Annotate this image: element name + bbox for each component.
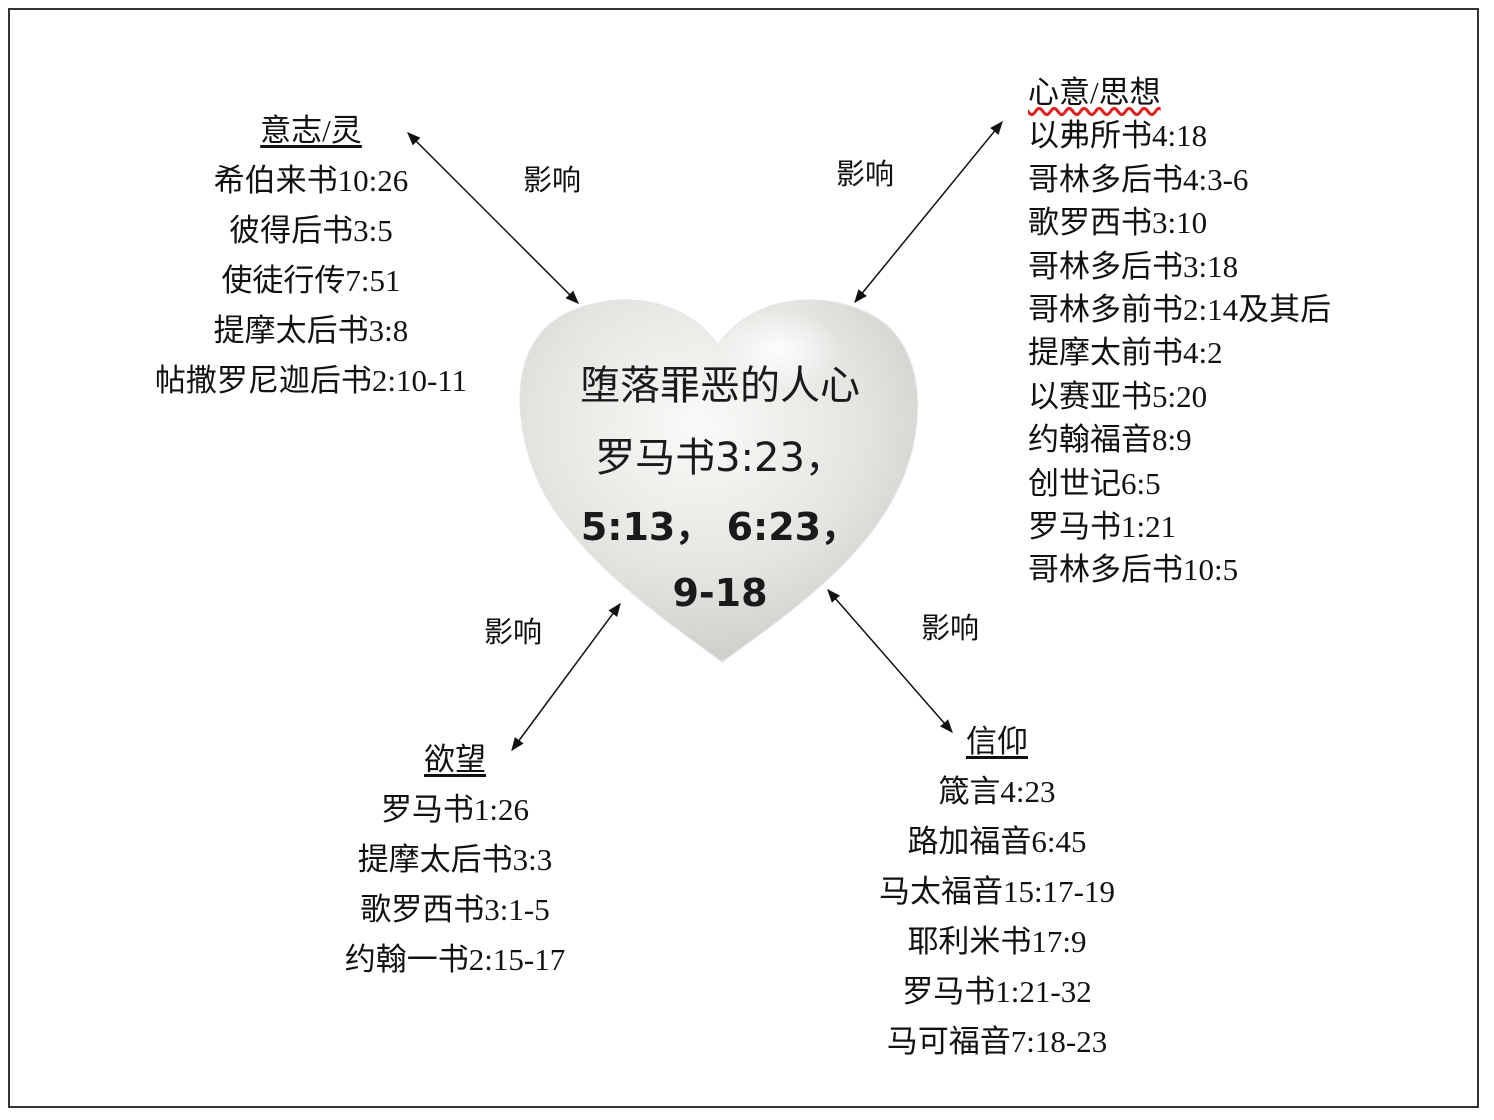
list-item: 哥林多后书4:3-6 <box>1028 161 1249 197</box>
list-item: 罗马书1:21 <box>1028 508 1177 544</box>
list-item: 以弗所书4:18 <box>1028 118 1208 154</box>
will-group: 意志/灵 希伯来书10:26 彼得后书3:5 使徒行传7:51 提摩太后书3:8… <box>155 106 467 406</box>
heart-title: 堕落罪恶的人心 <box>580 363 860 409</box>
will-header: 意志/灵 <box>260 113 362 148</box>
influence-label-mind: 影响 <box>835 159 895 191</box>
mind-group: 心意/思想 以弗所书4:18 哥林多后书4:3-6 歌罗西书3:10 哥林多后书… <box>1028 71 1331 592</box>
list-item: 以赛亚书5:20 <box>1028 378 1208 414</box>
influence-label-faith: 影响 <box>920 613 980 645</box>
arrow-will <box>407 132 579 304</box>
list-item: 罗马书1:21-32 <box>902 974 1092 1009</box>
diagram-frame <box>8 8 1479 1108</box>
influence-label-will: 影响 <box>522 165 582 197</box>
list-item: 帖撒罗尼迦后书2:10-11 <box>154 363 468 398</box>
list-item: 哥林多后书3:18 <box>1028 248 1239 284</box>
desire-group: 欲望 罗马书1:26 提摩太后书3:3 歌罗西书3:1-5 约翰一书2:15-1… <box>345 735 565 985</box>
list-item: 马可福音7:18-23 <box>886 1024 1108 1059</box>
heart-ref-line1: 罗马书3:23， <box>595 435 845 481</box>
list-item: 约翰福音8:9 <box>1028 422 1192 458</box>
faith-header: 信仰 <box>966 724 1028 759</box>
list-item: 创世记6:5 <box>1028 465 1161 501</box>
influence-label-desire: 影响 <box>483 617 543 649</box>
list-item: 提摩太后书3:8 <box>213 313 409 348</box>
list-item: 歌罗西书3:10 <box>1028 205 1208 241</box>
heart-highlight <box>720 310 840 390</box>
list-item: 哥林多前书2:14及其后 <box>1028 291 1332 327</box>
list-item: 使徒行传7:51 <box>221 263 401 298</box>
list-item: 哥林多后书10:5 <box>1028 552 1239 588</box>
list-item: 提摩太后书3:3 <box>357 842 553 877</box>
mind-header: 心意/思想 <box>1028 75 1161 110</box>
list-item: 耶利米书17:9 <box>907 924 1087 959</box>
desire-header: 欲望 <box>424 742 486 777</box>
list-item: 希伯来书10:26 <box>213 163 409 198</box>
arrow-desire <box>511 602 621 752</box>
heart-ref-line3: 9-18 <box>672 571 768 615</box>
list-item: 罗马书1:26 <box>380 792 530 827</box>
arrow-faith <box>827 588 953 734</box>
list-item: 路加福音6:45 <box>907 824 1087 859</box>
list-item: 马太福音15:17-19 <box>879 874 1115 909</box>
list-item: 提摩太前书4:2 <box>1028 335 1223 371</box>
heart-shape <box>519 299 919 663</box>
list-item: 彼得后书3:5 <box>229 213 393 248</box>
arrow-mind <box>854 120 1003 304</box>
faith-group: 信仰 箴言4:23 路加福音6:45 马太福音15:17-19 耶利米书17:9… <box>879 717 1115 1067</box>
list-item: 箴言4:23 <box>938 774 1056 809</box>
list-item: 歌罗西书3:1-5 <box>360 892 550 927</box>
heart-label: 堕落罪恶的人心 罗马书3:23， 5:13， 6:23， 9-18 <box>580 350 860 626</box>
list-item: 约翰一书2:15-17 <box>344 942 566 977</box>
heart-ref-line2: 5:13， 6:23， <box>580 505 860 549</box>
